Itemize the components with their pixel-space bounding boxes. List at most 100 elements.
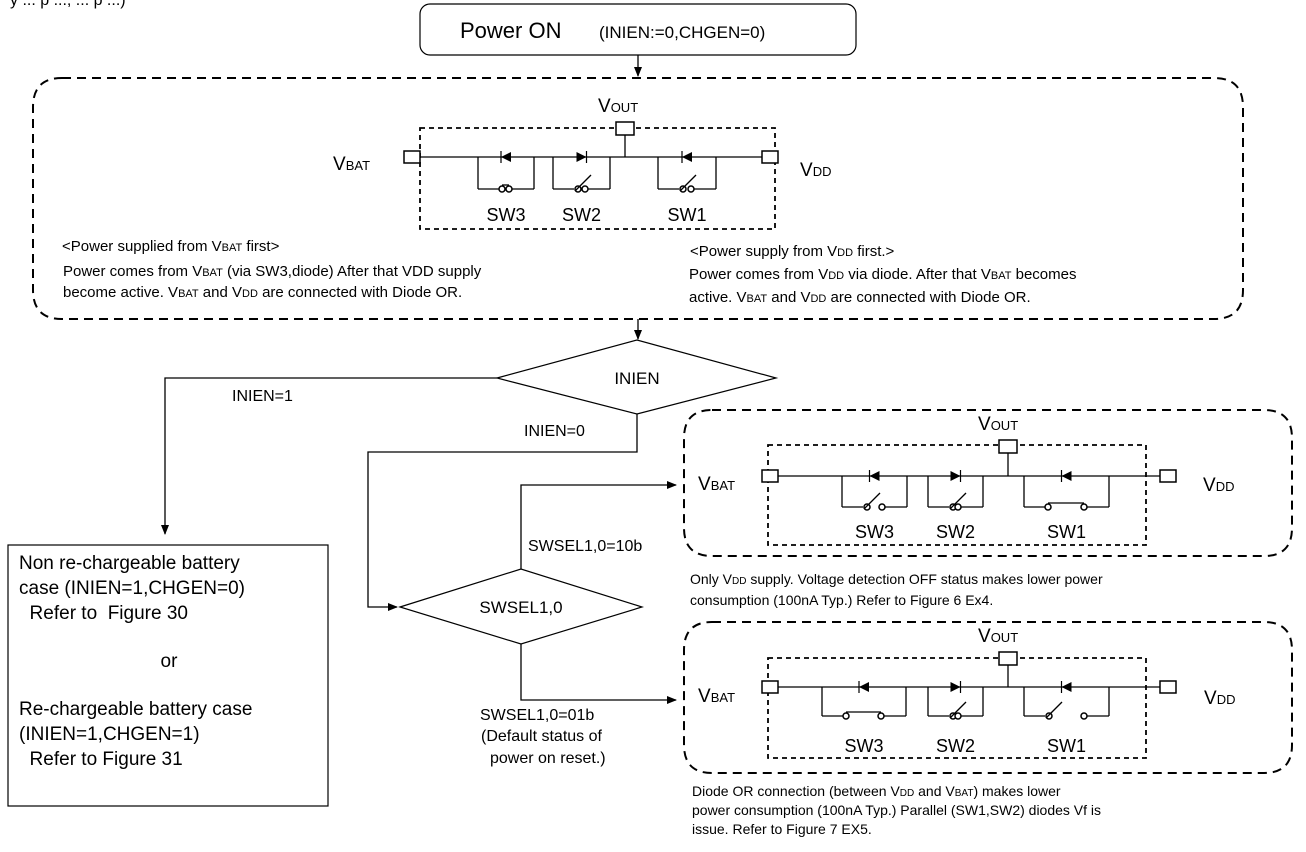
- switch-circuit-init: SW3 SW2 SW1 VBAT VDD VOUT: [333, 96, 831, 230]
- sw1-label: SW1: [667, 205, 706, 225]
- vdd-label: VDD: [800, 160, 831, 181]
- circuit-outline: [767, 444, 1147, 546]
- sw2-label: SW2: [562, 205, 601, 225]
- inien-decision: INIEN: [494, 339, 779, 415]
- vout-terminal: [998, 439, 1018, 454]
- inien-decision-label: INIEN: [614, 369, 659, 388]
- sw2-switch-blade: [574, 174, 592, 192]
- vout-label: VOUT: [598, 96, 638, 117]
- switch-circuit-only-vdd: SW3 SW2 SW1 VBAT VDD VOUT: [698, 414, 1234, 546]
- battery-line-5: (INIEN=1,CHGEN=1): [19, 724, 200, 745]
- battery-case-box: [7, 544, 329, 807]
- sw2-switch-blade: [949, 701, 967, 719]
- sw3-diode: [869, 471, 880, 481]
- start-node: Power ON (INIEN:=0,CHGEN=0): [419, 3, 857, 56]
- arrow-swsel-01b: [520, 644, 677, 704]
- vbat-label: VBAT: [333, 154, 370, 175]
- vbat-terminal: [403, 150, 421, 164]
- vbat-first-line2: become active. VBAT and VDD are connecte…: [63, 284, 463, 301]
- only-vdd-note-2: consumption (100nA Typ.) Refer to Figure…: [690, 592, 994, 608]
- vdd-terminal: [1159, 469, 1177, 483]
- sw3-switch-blade: [863, 492, 881, 510]
- sw2-switch-contact-a: [574, 185, 582, 193]
- sw3-diode: [501, 152, 511, 162]
- battery-or: or: [160, 651, 178, 672]
- battery-line-4: Re-chargeable battery case: [19, 699, 253, 720]
- start-label: Power ON: [460, 18, 561, 43]
- sw2-switch-contact-b: [954, 503, 962, 511]
- sw1-switch-blade: [679, 174, 697, 192]
- sw1-diode: [682, 152, 692, 162]
- sw2-diode: [576, 152, 587, 162]
- diode-or-note-2: power consumption (100nA Typ.) Parallel …: [692, 802, 1102, 818]
- vout-terminal: [615, 121, 635, 136]
- sw1-label: SW1: [1047, 736, 1086, 756]
- sw1-switch-contact-b: [687, 185, 695, 193]
- diode-or-note-3: issue. Refer to Figure 7 EX5.: [692, 821, 872, 837]
- sw1-switch-contact-a: [679, 185, 687, 193]
- vbat-first-line1: Power comes from VBAT (via SW3,diode) Af…: [63, 263, 482, 280]
- sw2-switch-blade: [949, 492, 967, 510]
- sw2-diode: [950, 682, 961, 692]
- arrow-inien-1: [161, 377, 497, 535]
- inien-0-label: INIEN=0: [524, 423, 585, 440]
- sw1-diode: [1061, 471, 1072, 481]
- sw1-switch-contact-a: [1045, 712, 1053, 720]
- battery-line-6: Refer to Figure 31: [19, 749, 183, 770]
- sw2-switch-contact-b: [581, 185, 589, 193]
- sw2-diode: [950, 471, 961, 481]
- swsel-decision: SWSEL1,0: [397, 568, 645, 645]
- vbat-terminal: [761, 680, 779, 694]
- arrow-inien-0: [367, 414, 638, 611]
- sw3-label: SW3: [486, 205, 525, 225]
- vdd-terminal: [1159, 680, 1177, 694]
- sw3-switch-contact-b: [877, 712, 885, 720]
- vdd-first-line2: active. VBAT and VDD are connected with …: [689, 289, 1031, 306]
- vdd-label: VDD: [1204, 688, 1235, 709]
- sw1-diode: [1061, 682, 1072, 692]
- diode-or-region: [683, 621, 1293, 774]
- sw1-label: SW1: [1047, 522, 1086, 542]
- vout-label: VOUT: [978, 414, 1018, 435]
- sw3-label: SW3: [844, 736, 883, 756]
- vbat-label: VBAT: [698, 474, 735, 495]
- swsel-10b-label: SWSEL1,0=10b: [528, 538, 642, 555]
- sw2-label: SW2: [936, 736, 975, 756]
- vbat-terminal: [761, 469, 779, 483]
- battery-line-2: case (INIEN=1,CHGEN=0): [19, 578, 245, 599]
- vdd-label: VDD: [1203, 475, 1234, 496]
- sw3-switch-contact-b: [878, 503, 886, 511]
- sw2-label: SW2: [936, 522, 975, 542]
- vbat-label: VBAT: [698, 686, 735, 707]
- sw1-switch-blade: [1045, 701, 1063, 719]
- sw1-switch-contact-b: [1080, 503, 1088, 511]
- inien-1-label: INIEN=1: [232, 388, 293, 405]
- sw3-switch-contact-b: [505, 185, 513, 193]
- sw3-label: SW3: [855, 522, 894, 542]
- diode-or-note-1: Diode OR connection (between VDD and VBA…: [692, 783, 1061, 799]
- arrow-swsel-10b: [520, 481, 677, 569]
- sw3-switch-contact-a: [842, 712, 850, 720]
- sw3-diode: [859, 682, 869, 692]
- start-params: (INIEN:=0,CHGEN=0): [599, 23, 765, 42]
- sw3-switch-contact-a: [863, 503, 871, 511]
- circuit-outline: [419, 127, 776, 230]
- circuit-outline: [767, 657, 1147, 759]
- swsel-decision-label: SWSEL1,0: [479, 598, 562, 617]
- sw1-switch-contact-b: [1080, 712, 1088, 720]
- only-vdd-note-1: Only VDD supply. Voltage detection OFF s…: [690, 571, 1103, 587]
- vdd-first-line1: Power comes from VDD via diode. After th…: [689, 266, 1077, 283]
- swsel-01b-note-2: power on reset.): [490, 750, 606, 767]
- battery-line-3: Refer to Figure 30: [19, 603, 188, 624]
- battery-case-text: Non re-chargeable battery case (INIEN=1,…: [19, 551, 329, 772]
- swsel-01b-label: SWSEL1,0=01b: [480, 707, 594, 724]
- init-state-region: [32, 77, 1244, 320]
- top-fragment-text: y ... p ..., ... p ...): [10, 0, 126, 9]
- vbat-first-title: <Power supplied from VBAT first>: [62, 238, 280, 255]
- sw2-switch-contact-b: [954, 712, 962, 720]
- vdd-first-title: <Power supply from VDD first.>: [690, 243, 895, 260]
- sw3-switch-contact-a: [498, 185, 506, 193]
- vdd-terminal: [761, 150, 779, 164]
